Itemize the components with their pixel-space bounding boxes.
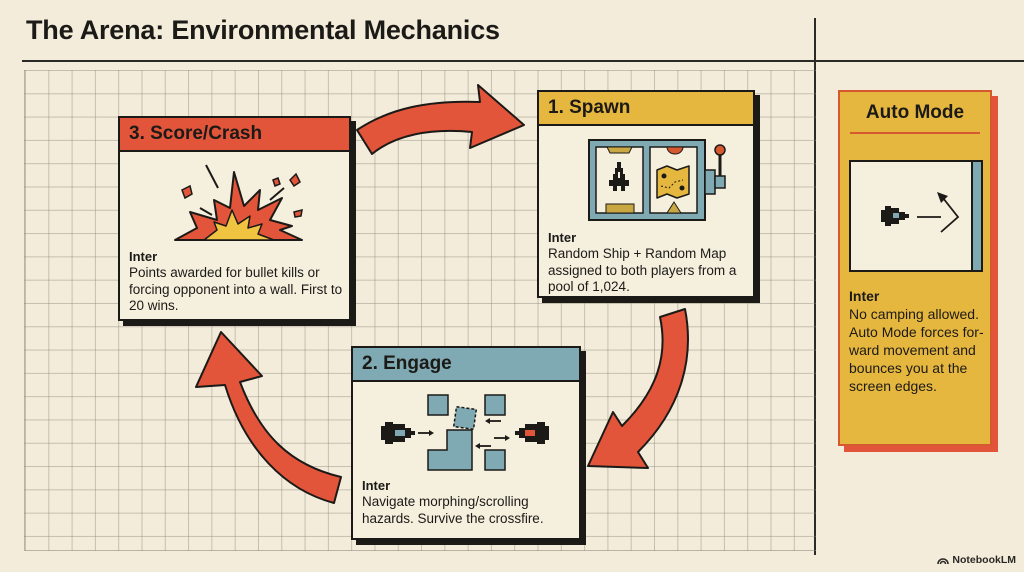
card-score-crash: 3. Score/Crash Inter Points awarded for … <box>118 116 351 321</box>
card-spawn-label: Inter <box>548 230 577 245</box>
auto-mode-screen <box>849 160 983 272</box>
ship-bounce-icon <box>881 192 960 233</box>
card-engage-label: Inter <box>362 478 391 493</box>
auto-mode-title: Auto Mode <box>865 102 965 123</box>
dogfight-icon <box>381 394 549 471</box>
slot-machine-icon <box>588 139 726 221</box>
card-score-title: 3. Score/Crash <box>120 118 349 152</box>
card-score-label: Inter <box>129 249 158 264</box>
auto-mode-panel: Auto Mode Inter No camping allowed. Auto… <box>838 90 992 446</box>
card-score-description: Points awarded for bullet kills or forci… <box>129 265 343 313</box>
flow-arrow-engage-to-score <box>195 331 342 504</box>
auto-mode-divider <box>850 132 980 134</box>
card-engage: 2. Engage <box>351 346 581 540</box>
auto-mode-description: No camping allowed. Auto Mode forces for… <box>849 306 984 394</box>
card-engage-title: 2. Engage <box>353 348 579 382</box>
brand-watermark: NotebookLM <box>937 554 1016 566</box>
flow-arrow-spawn-to-engage <box>587 308 689 469</box>
auto-mode-label: Inter <box>849 288 880 304</box>
card-spawn-title: 1. Spawn <box>539 92 753 126</box>
card-spawn-description: Random Ship + Random Map assigned to bot… <box>548 246 737 294</box>
vertical-divider <box>814 18 816 555</box>
card-spawn: 1. Spawn <box>537 90 755 298</box>
card-engage-description: Navigate morphing/scrolling hazards. Sur… <box>362 494 544 526</box>
flow-arrow-score-to-spawn <box>356 84 525 155</box>
explosion-icon <box>174 164 303 241</box>
screen-edge-wall <box>971 162 981 270</box>
notebooklm-logo-icon <box>937 558 950 565</box>
title-divider <box>22 60 1024 62</box>
page-title: The Arena: Environmental Mechanics <box>26 15 500 45</box>
brand-name: NotebookLM <box>952 554 1016 566</box>
